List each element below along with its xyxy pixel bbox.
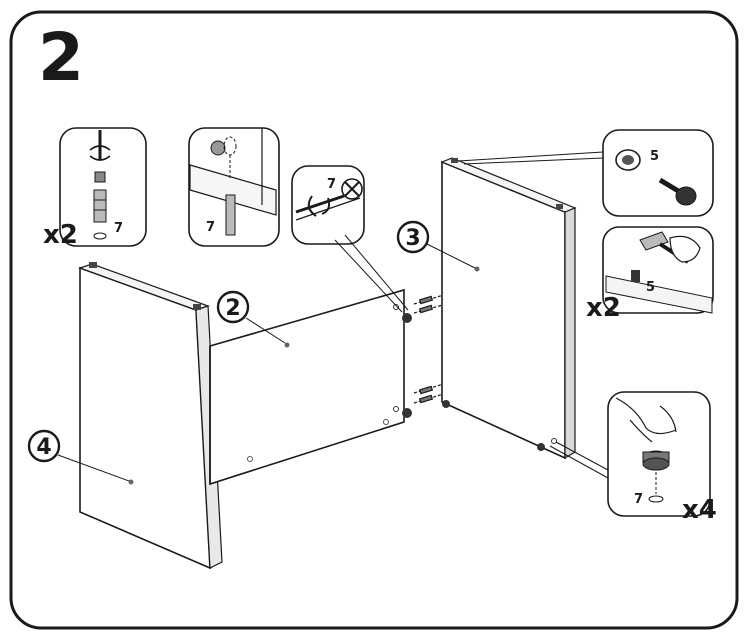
dowel-part-ref: 7 — [114, 221, 123, 236]
dowel-count: x2 — [43, 220, 78, 250]
svg-text:3: 3 — [405, 226, 420, 251]
cam-lock-count: x4 — [682, 495, 717, 525]
hammer-part-ref: 5 — [646, 280, 655, 295]
panel-4-label: 4 — [27, 429, 130, 482]
svg-text:4: 4 — [36, 435, 51, 460]
panel-2 — [209, 288, 412, 486]
dowel-inset: x2 7 — [43, 127, 147, 250]
cam-parts-inset: 5 — [457, 129, 714, 217]
cam-turn-inset: 7 — [291, 165, 409, 313]
cam-lock-inset: 7 x4 — [549, 391, 717, 525]
svg-text:2: 2 — [225, 296, 240, 321]
panel-3-label: 3 — [396, 220, 476, 269]
cam-pin-part-ref: 7 — [206, 220, 215, 235]
hammer-inset: x2 5 — [586, 226, 714, 323]
cam-parts-part-ref: 5 — [650, 149, 659, 164]
panel-4 — [78, 262, 223, 570]
hammer-count: x2 — [586, 293, 621, 323]
panel-2-label: 2 — [216, 290, 286, 344]
cam-pin-inset: 7 — [188, 127, 280, 247]
cam-lock-part-ref: 7 — [634, 492, 643, 507]
cam-turn-part-ref: 7 — [327, 177, 336, 192]
step-number: 2 — [38, 19, 84, 96]
